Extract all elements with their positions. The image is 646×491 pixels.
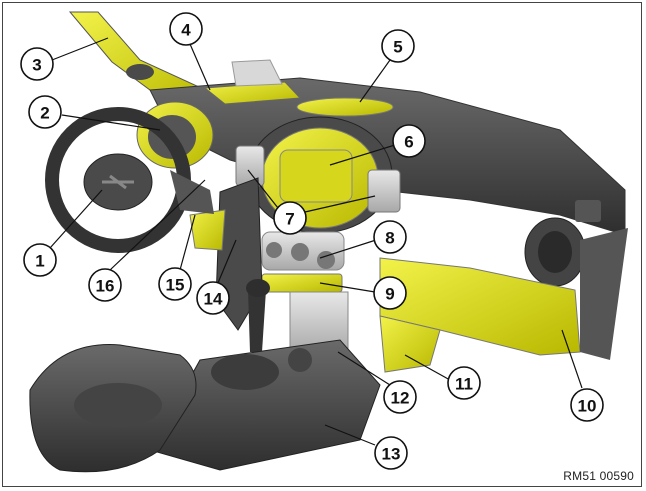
callout-circle-1 xyxy=(23,243,57,277)
glovebox-lower xyxy=(379,315,441,373)
vent-right xyxy=(367,169,401,213)
callout-label-15: 15 xyxy=(166,276,185,295)
callout-label-4: 4 xyxy=(181,21,191,40)
callout-circle-5 xyxy=(381,29,415,63)
leader-line-13 xyxy=(324,424,376,446)
callout-label-3: 3 xyxy=(32,56,41,75)
leader-line-9 xyxy=(319,282,376,293)
pillar-speaker xyxy=(126,64,154,80)
callout-circle-16 xyxy=(88,268,122,302)
callout-label-9: 9 xyxy=(385,285,394,304)
callout-label-8: 8 xyxy=(385,229,394,248)
leader-line-14 xyxy=(214,239,237,291)
callout-label-1: 1 xyxy=(35,252,44,271)
callout-circle-10 xyxy=(570,388,604,422)
callout-circle-2 xyxy=(28,95,62,129)
vent-left xyxy=(235,145,265,187)
leader-line-10 xyxy=(561,329,583,389)
callout-label-7: 7 xyxy=(285,210,294,229)
callouts xyxy=(20,12,604,470)
climate-knob-center xyxy=(291,243,309,261)
center-speaker-grille xyxy=(296,97,394,117)
callout-circle-9 xyxy=(373,276,407,310)
gear-knob xyxy=(246,279,270,297)
callout-label-11: 11 xyxy=(455,375,473,394)
callout-label-6: 6 xyxy=(404,133,413,152)
callout-circle-15 xyxy=(158,267,192,301)
callout-label-16: 16 xyxy=(96,277,115,296)
callout-circle-3 xyxy=(20,47,54,81)
callout-label-12: 12 xyxy=(391,389,410,408)
leader-line-3 xyxy=(51,37,109,61)
rain-sensor xyxy=(231,59,283,87)
reference-code: RM51 00590 xyxy=(563,469,634,483)
callout-circle-12 xyxy=(383,380,417,414)
callout-circle-8 xyxy=(373,220,407,254)
gear-boot xyxy=(211,354,279,390)
center-display-screen xyxy=(279,149,353,203)
climate-knob-right xyxy=(317,251,335,269)
leader-line-7a xyxy=(247,169,279,209)
toggle-switch-strip xyxy=(261,273,343,293)
gear-lever xyxy=(248,290,266,352)
leader-line-2 xyxy=(61,114,161,131)
callout-labels: 1 2 3 4 5 6 7 8 9 10 11 12 13 14 15 16 xyxy=(32,21,596,464)
callout-label-5: 5 xyxy=(393,38,402,57)
leader-line-1 xyxy=(49,189,103,249)
passenger-side-panel xyxy=(580,228,628,360)
callout-label-13: 13 xyxy=(382,445,401,464)
callout-label-10: 10 xyxy=(578,397,597,416)
armrest-pad xyxy=(74,383,162,427)
leader-line-5 xyxy=(359,59,391,103)
callout-circle-7 xyxy=(273,201,307,235)
leader-line-12 xyxy=(337,351,391,386)
callout-label-14: 14 xyxy=(204,290,223,309)
leader-line-8 xyxy=(319,239,377,259)
callout-label-2: 2 xyxy=(40,104,49,123)
diagram-frame xyxy=(2,2,642,487)
leader-line-11 xyxy=(404,354,451,381)
leader-line-15 xyxy=(179,214,196,271)
leader-line-16 xyxy=(109,179,206,271)
leader-line-4 xyxy=(189,43,211,91)
callout-circle-11 xyxy=(447,366,481,400)
callout-circle-6 xyxy=(392,124,426,158)
console-cupholder-knob xyxy=(288,348,312,372)
callout-circle-13 xyxy=(374,436,408,470)
climate-knob-left xyxy=(266,242,282,258)
vent-side xyxy=(575,200,601,222)
leader-lines xyxy=(49,37,583,446)
leader-line-7b xyxy=(304,195,376,213)
leader-line-6 xyxy=(329,144,396,166)
callout-circle-14 xyxy=(196,281,230,315)
callout-circle-4 xyxy=(169,12,203,46)
steering-wheel-logo xyxy=(102,174,134,190)
vent-passenger-inner xyxy=(538,231,572,273)
